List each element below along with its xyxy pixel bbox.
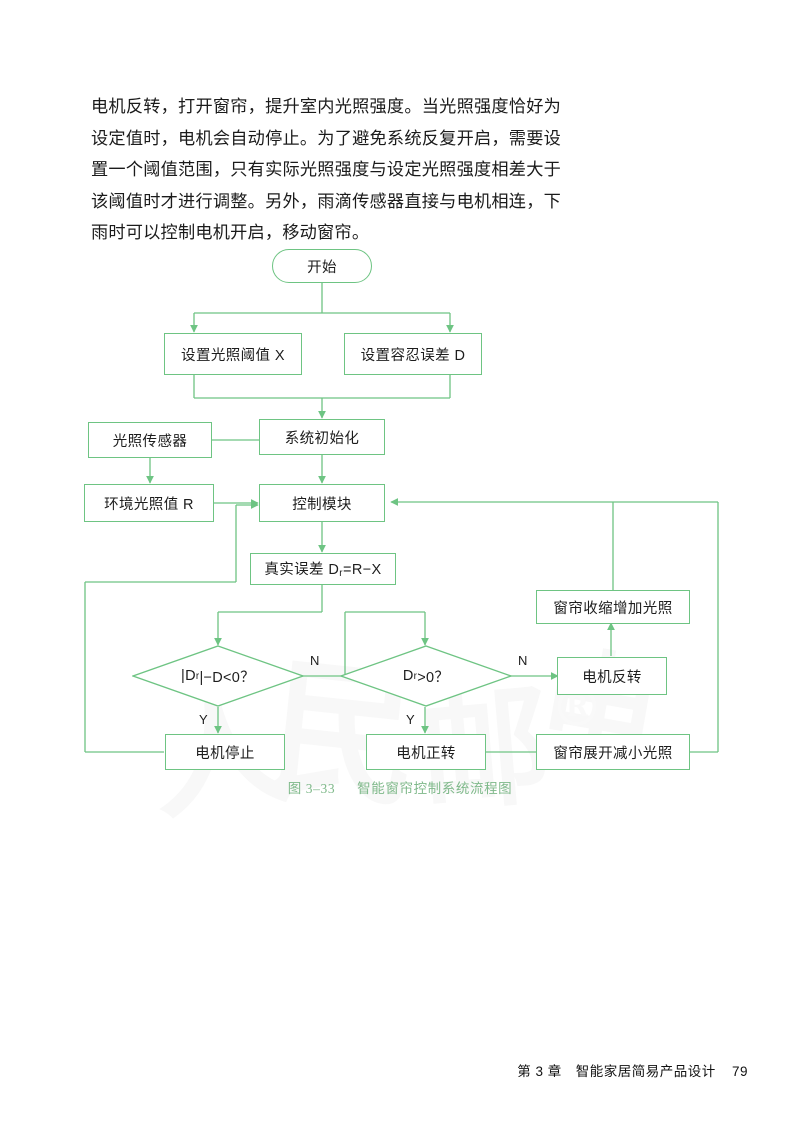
figure-caption: 图 3–33 智能窗帘控制系统流程图 — [0, 777, 800, 797]
node-motor-stop: 电机停止 — [165, 734, 285, 770]
edge-label-dec2-n: N — [518, 653, 528, 668]
figure-caption-title: 智能窗帘控制系统流程图 — [357, 781, 513, 796]
node-set-tolerance: 设置容忍误差 D — [344, 333, 482, 375]
body-paragraph: 电机反转，打开窗帘，提升室内光照强度。当光照强度恰好为设定值时，电机会自动停止。… — [91, 97, 561, 243]
edge-label-dec1-n: N — [310, 653, 320, 668]
figure-caption-number: 图 3–33 — [287, 781, 336, 796]
diamond-shape — [132, 645, 304, 707]
node-curtain-open: 窗帘收缩增加光照 — [536, 590, 690, 624]
node-light-sensor: 光照传感器 — [88, 422, 212, 458]
node-curtain-close: 窗帘展开减小光照 — [536, 734, 690, 770]
node-start: 开始 — [272, 249, 372, 283]
node-control-module: 控制模块 — [259, 484, 385, 522]
page-footer: 第 3 章 智能家居简易产品设计 79 — [0, 1060, 800, 1080]
flowchart-connectors — [84, 283, 719, 756]
node-motor-reverse: 电机反转 — [557, 657, 667, 695]
node-ambient-light: 环境光照值 R — [84, 484, 214, 522]
footer-chapter: 第 3 章 智能家居简易产品设计 — [517, 1064, 716, 1079]
node-system-init: 系统初始化 — [259, 419, 385, 455]
edge-label-dec2-y: Y — [406, 712, 415, 727]
diamond-shape — [340, 645, 512, 707]
node-real-error-label: 真实误差 Dr=R−X — [264, 562, 382, 580]
footer-page-number: 79 — [731, 1064, 748, 1079]
edge-label-dec1-y: Y — [199, 712, 208, 727]
node-set-threshold: 设置光照阈值 X — [164, 333, 302, 375]
node-motor-forward: 电机正转 — [366, 734, 486, 770]
node-real-error: 真实误差 Dr=R−X — [250, 553, 396, 585]
flowchart: 开始 设置光照阈值 X 设置容忍误差 D 系统初始化 光照传感器 环境光照值 R… — [84, 249, 719, 770]
